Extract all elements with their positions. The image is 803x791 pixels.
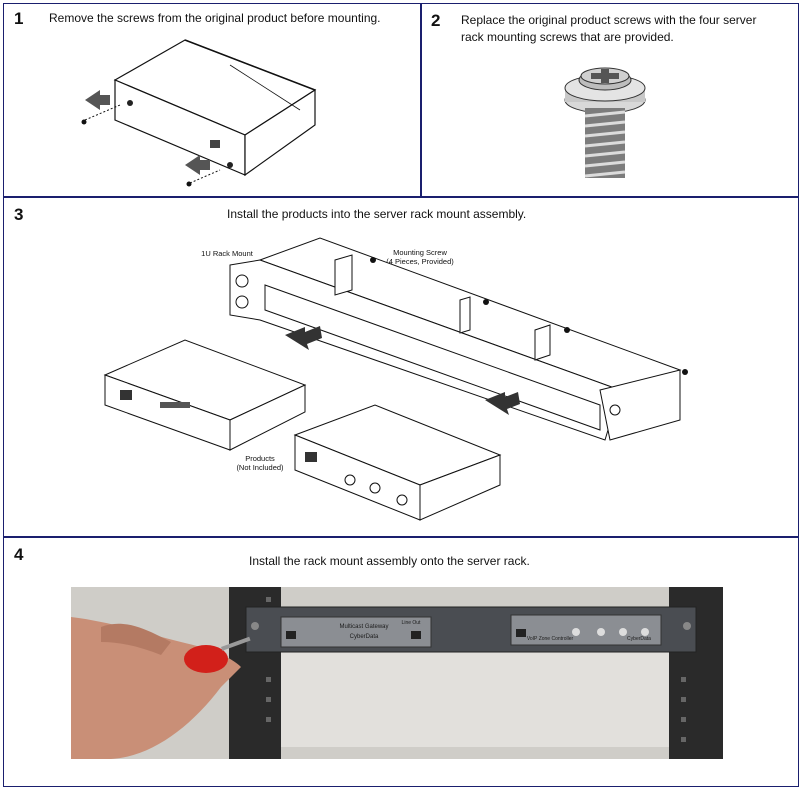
products-label: Products	[245, 454, 275, 463]
rack-assembly-diagram	[103, 237, 688, 521]
step-3-number: 3	[14, 205, 24, 224]
divider-row1	[3, 196, 799, 198]
products-note: (Not Included)	[236, 463, 284, 472]
step-4-text: Install the rack mount assembly onto the…	[249, 554, 530, 568]
right-unit-title: VoIP Zone Controller	[526, 636, 574, 642]
left-unit-brand: CyberData	[349, 634, 379, 640]
mounting-screw-note: (4 Pieces, Provided)	[386, 257, 454, 266]
mounting-screw-label: Mounting Screw	[393, 248, 447, 257]
step-1-illustration	[81, 39, 317, 187]
left-unit-port: Line Out	[401, 620, 421, 626]
rack-photo-drawing	[71, 587, 723, 759]
rack-install-photo: Multicast Gateway CyberData Line Out VoI…	[71, 587, 723, 759]
step-2-number: 2	[431, 11, 441, 30]
right-unit-brand: CyberData	[627, 636, 651, 642]
divider-col	[420, 3, 422, 197]
step-1-number: 1	[14, 9, 24, 28]
step-3-text: Install the products into the server rac…	[227, 207, 527, 221]
rack-mount-label: 1U Rack Mount	[201, 249, 253, 258]
step-4-number: 4	[14, 545, 24, 564]
step-2-text: Replace the original product screws with…	[461, 13, 757, 44]
step-1-text: Remove the screws from the original prod…	[49, 11, 381, 25]
page-frame	[3, 3, 799, 787]
left-unit-title: Multicast Gateway	[339, 624, 389, 630]
divider-row2	[3, 536, 799, 538]
screw-icon	[564, 67, 646, 178]
